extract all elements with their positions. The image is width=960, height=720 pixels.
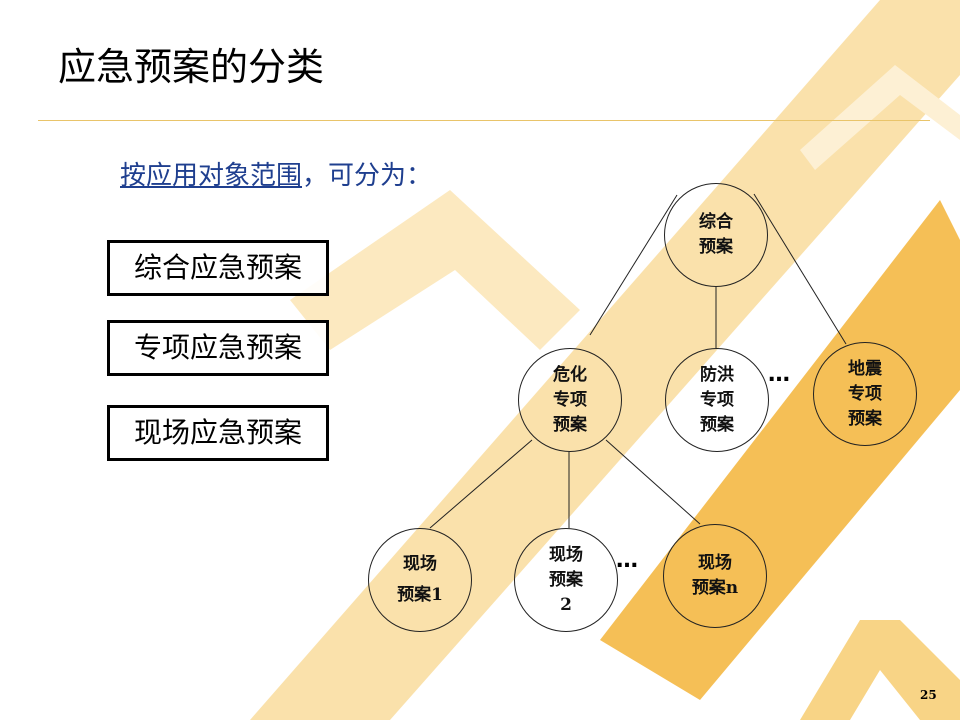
node-flood: 防洪专项预案 [665,348,769,452]
page-title: 应急预案的分类 [58,45,325,89]
subtitle: 按应用对象范围，可分为： [120,155,432,192]
ellipsis-mid: … [768,362,792,387]
node-comprehensive: 综合预案 [664,183,768,287]
title-divider [38,120,930,121]
connector [589,194,678,336]
page-number: 25 [920,688,937,702]
subtitle-underlined: 按应用对象范围 [120,161,303,191]
bg-chevron-bottom [800,620,960,720]
connector [753,193,847,345]
node-site-n: 现场预案n [663,524,767,628]
node-earthquake: 地震专项预案 [813,342,917,446]
subtitle-rest: ，可分为： [302,161,433,191]
ellipsis-bottom: … [616,548,640,573]
category-box-special: 专项应急预案 [107,320,329,376]
category-box-comprehensive: 综合应急预案 [107,240,329,296]
node-site-1: 现场预案1 [368,528,472,632]
bg-stripe-white [800,65,960,170]
category-box-onsite: 现场应急预案 [107,405,329,461]
bg-chevron-pale [290,190,580,350]
connector [605,439,701,525]
connector [429,439,533,529]
node-hazardous-chemicals: 危化专项预案 [518,348,622,452]
